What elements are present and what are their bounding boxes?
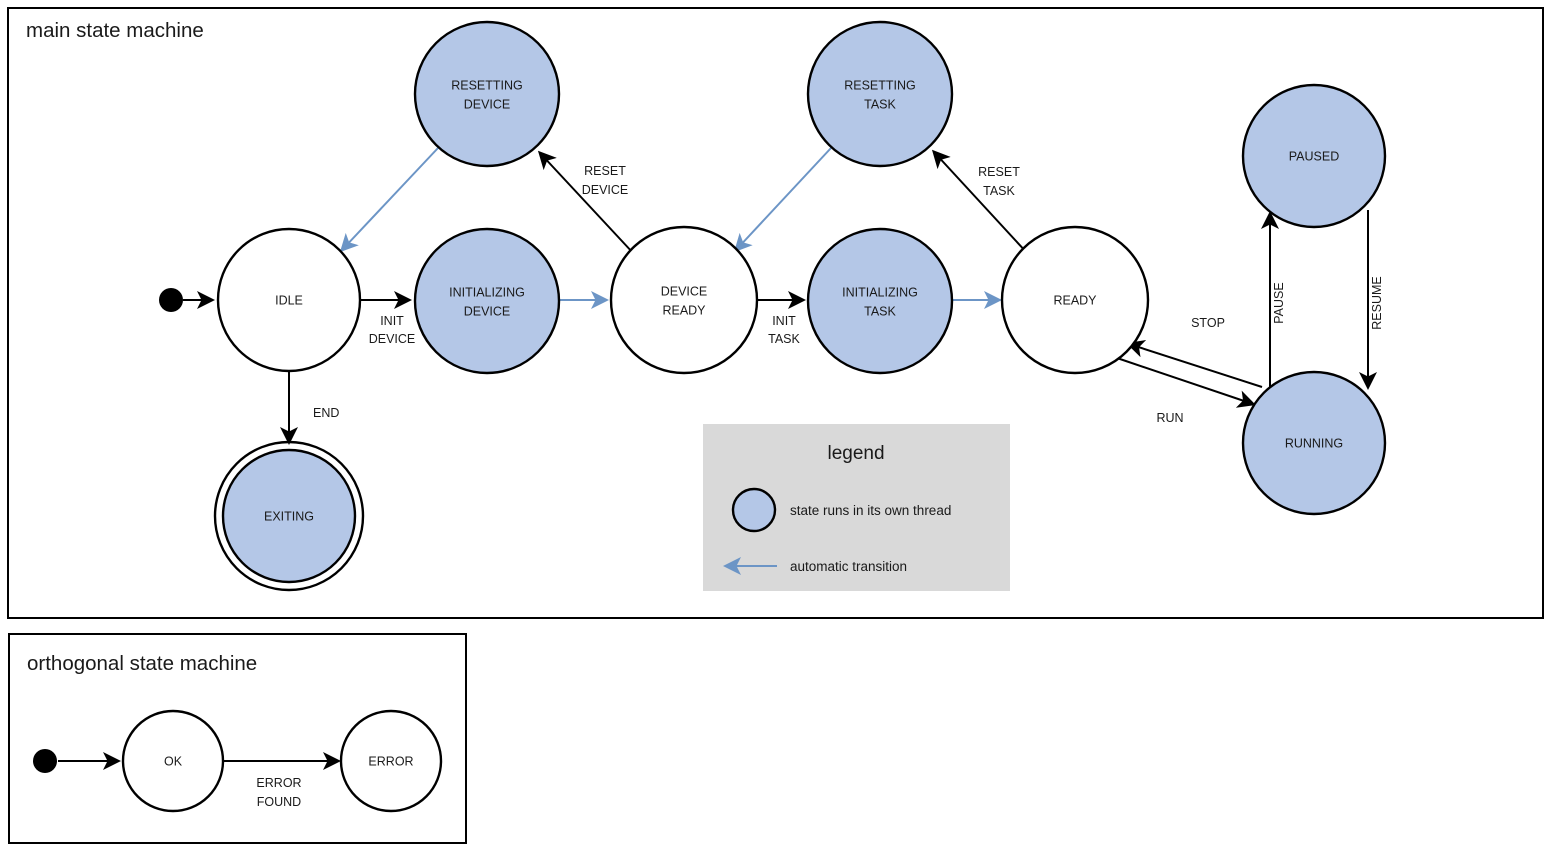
legend-title: legend	[827, 443, 884, 464]
main-frame-title: main state machine	[26, 19, 204, 42]
edge-label-run: RUN	[1156, 411, 1183, 425]
transition-resume: RESUME	[1359, 210, 1384, 390]
edge-label-init-device-l2: DEVICE	[369, 332, 416, 346]
edge-label-init-task-l2: TASK	[768, 332, 800, 346]
state-running[interactable]: RUNNING	[1241, 370, 1387, 516]
state-error[interactable]: ERROR	[339, 709, 443, 813]
state-initializing-task-label-l2: TASK	[864, 304, 896, 318]
transition-reset-device-auto	[339, 147, 439, 253]
transition-error-found: ERROR FOUND	[221, 752, 341, 809]
state-initializing-device-label-l2: DEVICE	[464, 304, 511, 318]
transition-reset-task-auto	[733, 147, 832, 253]
edge-label-reset-task-l1: RESET	[978, 165, 1020, 179]
transition-end: END	[280, 371, 339, 445]
state-ok-label: OK	[164, 754, 183, 768]
orthogonal-frame-title: orthogonal state machine	[27, 652, 257, 675]
legend: legend state runs in its own thread auto…	[703, 424, 1010, 591]
state-resetting-device-label-l2: DEVICE	[464, 97, 511, 111]
state-device-ready[interactable]: DEVICE READY	[609, 225, 759, 375]
state-device-ready-label-l1: DEVICE	[661, 284, 708, 298]
state-resetting-device-label-l1: RESETTING	[451, 78, 523, 92]
transition-init-device: INIT DEVICE	[361, 291, 416, 346]
state-resetting-task-label-l2: TASK	[864, 97, 896, 111]
state-exiting[interactable]: EXITING	[213, 440, 365, 592]
state-idle-label: IDLE	[275, 293, 303, 307]
state-exiting-label: EXITING	[264, 509, 314, 523]
edge-label-init-task-l1: INIT	[772, 314, 796, 328]
state-resetting-task-label-l1: RESETTING	[844, 78, 916, 92]
transition-reset-device: RESET DEVICE	[537, 150, 635, 255]
state-error-label: ERROR	[368, 754, 413, 768]
edge-label-stop: STOP	[1191, 316, 1225, 330]
edge-label-end: END	[313, 406, 339, 420]
edge-label-reset-device-l1: RESET	[584, 164, 626, 178]
state-ready[interactable]: READY	[1000, 225, 1150, 375]
transition-run: RUN	[1116, 357, 1256, 425]
state-ready-label: READY	[1053, 293, 1097, 307]
edge-label-resume: RESUME	[1370, 276, 1384, 329]
state-paused-label: PAUSED	[1289, 149, 1339, 163]
edge-label-error-found-l1: ERROR	[256, 776, 301, 790]
transition-pause: PAUSE	[1261, 211, 1286, 392]
start-node-orthogonal	[33, 749, 57, 773]
legend-item-threaded-state-text: state runs in its own thread	[790, 503, 951, 518]
start-node-main	[159, 288, 183, 312]
transition-init-task: INIT TASK	[757, 291, 806, 346]
state-device-ready-label-l2: READY	[662, 303, 706, 317]
state-initializing-task-label-l1: INITIALIZING	[842, 285, 918, 299]
state-initializing-device-label-l1: INITIALIZING	[449, 285, 525, 299]
edge-label-reset-device-l2: DEVICE	[582, 183, 629, 197]
state-running-label: RUNNING	[1285, 436, 1343, 450]
state-idle[interactable]: IDLE	[216, 227, 362, 373]
edge-label-reset-task-l2: TASK	[983, 184, 1015, 198]
state-initializing-task[interactable]: INITIALIZING TASK	[806, 227, 954, 375]
state-initializing-device[interactable]: INITIALIZING DEVICE	[413, 227, 561, 375]
state-ok[interactable]: OK	[121, 709, 225, 813]
edge-label-pause: PAUSE	[1272, 282, 1286, 323]
state-resetting-task[interactable]: RESETTING TASK	[806, 20, 954, 168]
legend-threaded-circle-icon	[731, 487, 777, 533]
edge-label-error-found-l2: FOUND	[257, 795, 301, 809]
transition-reset-task: RESET TASK	[931, 149, 1029, 255]
edge-label-init-device-l1: INIT	[380, 314, 404, 328]
legend-item-automatic-transition-text: automatic transition	[790, 559, 907, 574]
transition-stop: STOP	[1126, 316, 1263, 388]
state-resetting-device[interactable]: RESETTING DEVICE	[413, 20, 561, 168]
state-paused[interactable]: PAUSED	[1241, 83, 1387, 229]
